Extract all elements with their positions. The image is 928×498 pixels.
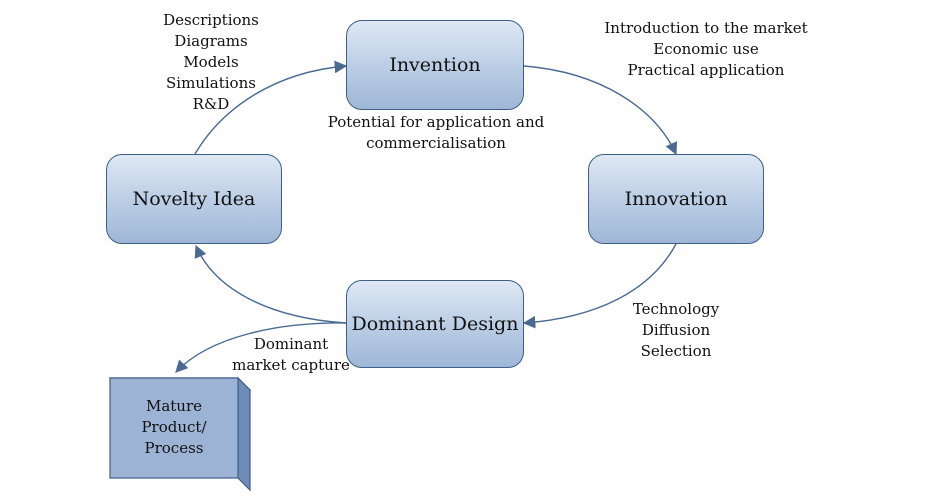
note-line: Technology [632,300,720,318]
mature-line-3: Process [144,439,204,457]
note-line: R&D [192,95,230,113]
innovation-label: Innovation [624,188,728,210]
note-innovation-to-dominant: Technology Diffusion Selection [616,299,736,362]
note-line: Simulations [166,74,256,92]
note-line: Dominant [253,335,329,353]
arrow-invention-to-innovation [523,65,678,156]
note-invention-to-innovation: Introduction to the market Economic use … [596,18,816,81]
note-line: Economic use [653,40,759,58]
note-novelty-to-invention: Descriptions Diagrams Models Simulations… [146,10,276,115]
invention-label: Invention [389,54,481,76]
note-line: market capture [232,356,350,374]
innovation-box: Innovation [588,154,764,244]
note-line: Diagrams [174,32,248,50]
novelty-idea-label: Novelty Idea [132,188,256,210]
arrow-innovation-to-dominant [522,243,677,329]
dominant-design-label: Dominant Design [351,313,519,335]
arrow-novelty-to-invention [194,60,348,155]
note-line: Models [183,53,239,71]
note-line: Descriptions [163,11,259,29]
note-line: Introduction to the market [604,19,808,37]
mature-line-2: Product/ [141,418,207,436]
note-line: Selection [640,342,712,360]
arrow-dominant-to-mature [175,322,347,373]
invention-box: Invention [346,20,524,110]
note-line: commercialisation [366,134,506,152]
mature-line-1: Mature [145,397,203,415]
novelty-idea-box: Novelty Idea [106,154,282,244]
dominant-design-box: Dominant Design [346,280,524,368]
note-invention-potential: Potential for application and commercial… [318,112,554,154]
arrow-dominant-to-novelty [194,244,347,324]
mature-product-process-label: Mature Product/ Process [110,396,238,459]
note-dominant-to-mature: Dominant market capture [226,334,356,376]
note-line: Potential for application and [327,113,545,131]
mature-product-process-block [108,376,252,492]
note-line: Practical application [627,61,785,79]
note-line: Diffusion [641,321,711,339]
